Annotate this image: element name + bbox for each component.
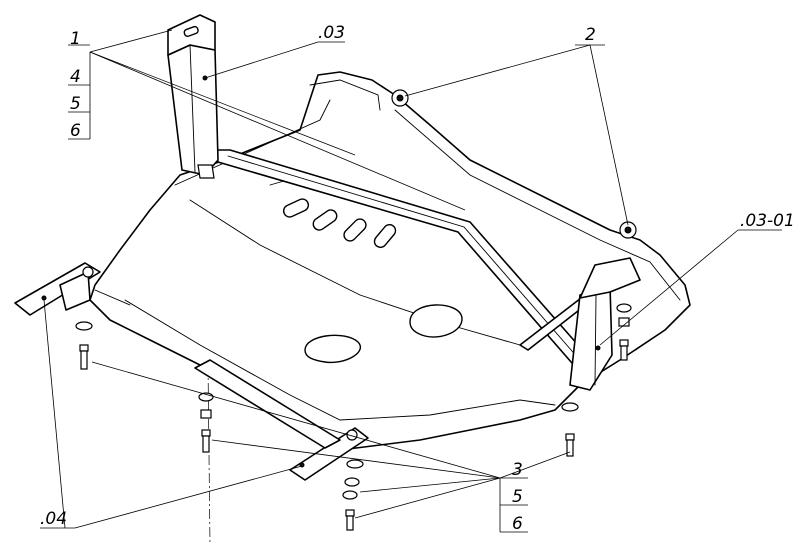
label-stack-left-1: 1 — [70, 29, 81, 49]
washer — [342, 490, 358, 500]
label-stack-left-3: 5 — [70, 94, 81, 114]
labels: 1 4 5 6 .03 2 .03-01 .04 3 5 6 — [40, 23, 795, 534]
access-hole — [304, 334, 361, 364]
vent-slot — [282, 198, 310, 218]
bolt — [345, 509, 355, 517]
label-mount-top: 2 — [585, 25, 596, 45]
washer — [344, 477, 360, 487]
bolt — [565, 433, 575, 441]
label-bracket-top: .03 — [318, 23, 345, 43]
label-stack-bottom-3: 6 — [512, 514, 523, 534]
label-bracket-right: .03-01 — [740, 211, 795, 231]
leader-lines — [40, 29, 782, 533]
nut — [200, 409, 212, 419]
bolt — [619, 339, 629, 347]
rear-right-bracket — [569, 257, 641, 391]
vent-slot — [373, 223, 397, 249]
label-stack-left-2: 4 — [70, 67, 81, 87]
label-stack-bottom-2: 5 — [512, 487, 523, 507]
fastener-set — [75, 303, 632, 531]
rear-left-bracket — [167, 14, 219, 179]
label-bracket-front: .04 — [40, 509, 67, 529]
bolt — [79, 344, 89, 352]
front-right-bracket — [194, 359, 369, 481]
bolt — [201, 429, 211, 437]
washer — [561, 402, 579, 412]
label-stack-bottom-1: 3 — [512, 460, 523, 480]
vent-slot — [312, 209, 338, 231]
access-hole — [409, 304, 463, 338]
label-stack-left-4: 6 — [70, 121, 81, 141]
vent-slot — [343, 218, 367, 242]
washer — [616, 303, 632, 313]
washer — [75, 321, 93, 331]
front-left-bracket — [14, 262, 101, 316]
nut — [618, 317, 630, 327]
washer — [346, 459, 364, 469]
